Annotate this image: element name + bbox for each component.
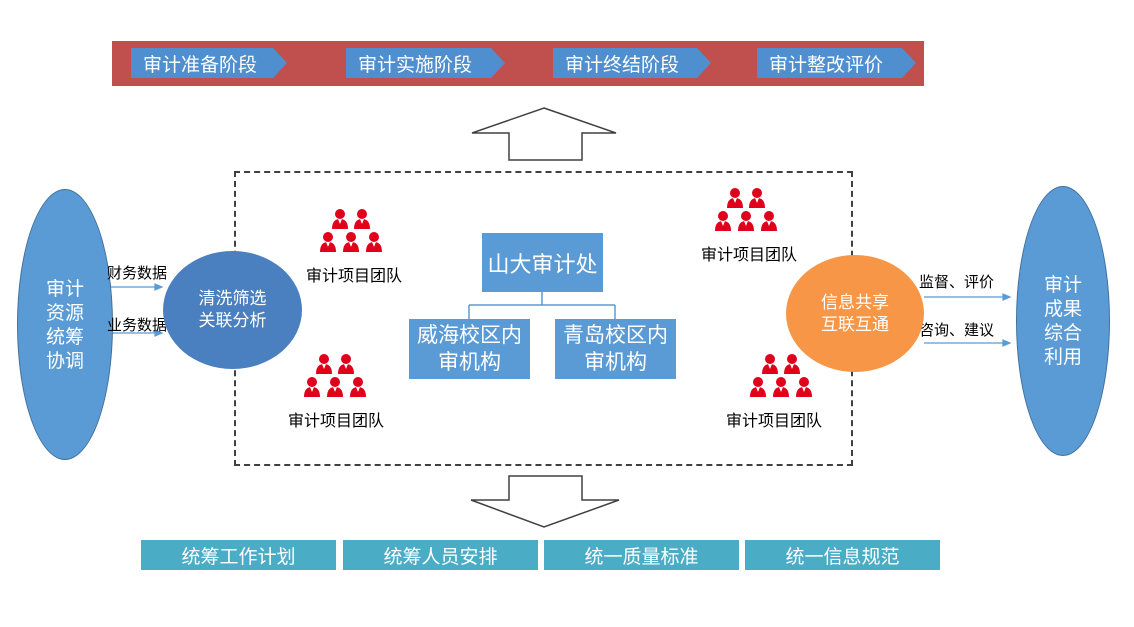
weihai-line: 威海校区内	[417, 323, 522, 347]
down-arrow	[470, 475, 620, 528]
bottom-info-standard: 统一信息规范	[745, 540, 940, 570]
left-ellipse-line: 协调	[45, 349, 84, 372]
bottom-work-plan: 统筹工作计划	[141, 540, 336, 570]
bottom-staff-arrange: 统筹人员安排	[343, 540, 538, 570]
weihai-line: 审机构	[438, 350, 501, 374]
weihai-audit-box: 威海校区内 审机构	[409, 319, 530, 379]
org-tree-lines	[468, 292, 616, 319]
qingdao-line: 青岛校区内	[563, 323, 668, 347]
right-ellipse-line: 审计	[1043, 274, 1082, 296]
supervise-label: 监督、评价	[919, 273, 995, 291]
team-people-icon	[715, 188, 777, 231]
result-utilization-ellipse: 审计 成果 综合 利用	[1016, 186, 1110, 456]
qingdao-line: 审机构	[584, 350, 647, 374]
share-circle-line: 互联互通	[821, 314, 889, 335]
consult-label: 咨询、建议	[919, 321, 995, 339]
audit-office-box: 山大审计处	[482, 233, 603, 292]
clean-circle-line: 清洗筛选	[198, 289, 267, 309]
clean-analyze-circle: 清洗筛选 关联分析	[163, 251, 302, 369]
team-label: 审计项目团队	[288, 411, 385, 430]
team-label: 审计项目团队	[306, 266, 403, 285]
team-label: 审计项目团队	[701, 245, 798, 264]
finance-data-label: 财务数据	[107, 264, 168, 282]
info-share-circle: 信息共享 互联互通	[786, 255, 924, 372]
right-ellipse-line: 成果	[1043, 298, 1082, 320]
up-arrow	[471, 107, 617, 161]
team-people-icon	[320, 209, 382, 252]
input-arrows	[111, 283, 1012, 347]
qingdao-audit-box: 青岛校区内 审机构	[555, 319, 676, 379]
share-circle-line: 信息共享	[821, 292, 889, 313]
stage-prepare: 审计准备阶段	[131, 48, 287, 78]
left-ellipse-line: 资源	[45, 301, 84, 324]
stage-conclude: 审计终结阶段	[553, 48, 711, 78]
clean-circle-line: 关联分析	[198, 311, 267, 331]
stage-rectify: 审计整改评价	[757, 48, 916, 78]
team-people-icon	[304, 354, 366, 397]
team-people-icon	[750, 354, 812, 397]
left-ellipse-line: 审计	[45, 277, 84, 300]
team-label: 审计项目团队	[726, 411, 823, 430]
business-data-label: 业务数据	[107, 316, 168, 334]
stage-implement: 审计实施阶段	[346, 48, 505, 78]
resource-coordination-ellipse: 审计 资源 统筹 协调	[17, 189, 113, 460]
right-ellipse-line: 利用	[1043, 346, 1082, 368]
left-ellipse-line: 统筹	[45, 325, 84, 348]
bottom-quality-standard: 统一质量标准	[544, 540, 739, 570]
right-ellipse-line: 综合	[1043, 322, 1082, 344]
